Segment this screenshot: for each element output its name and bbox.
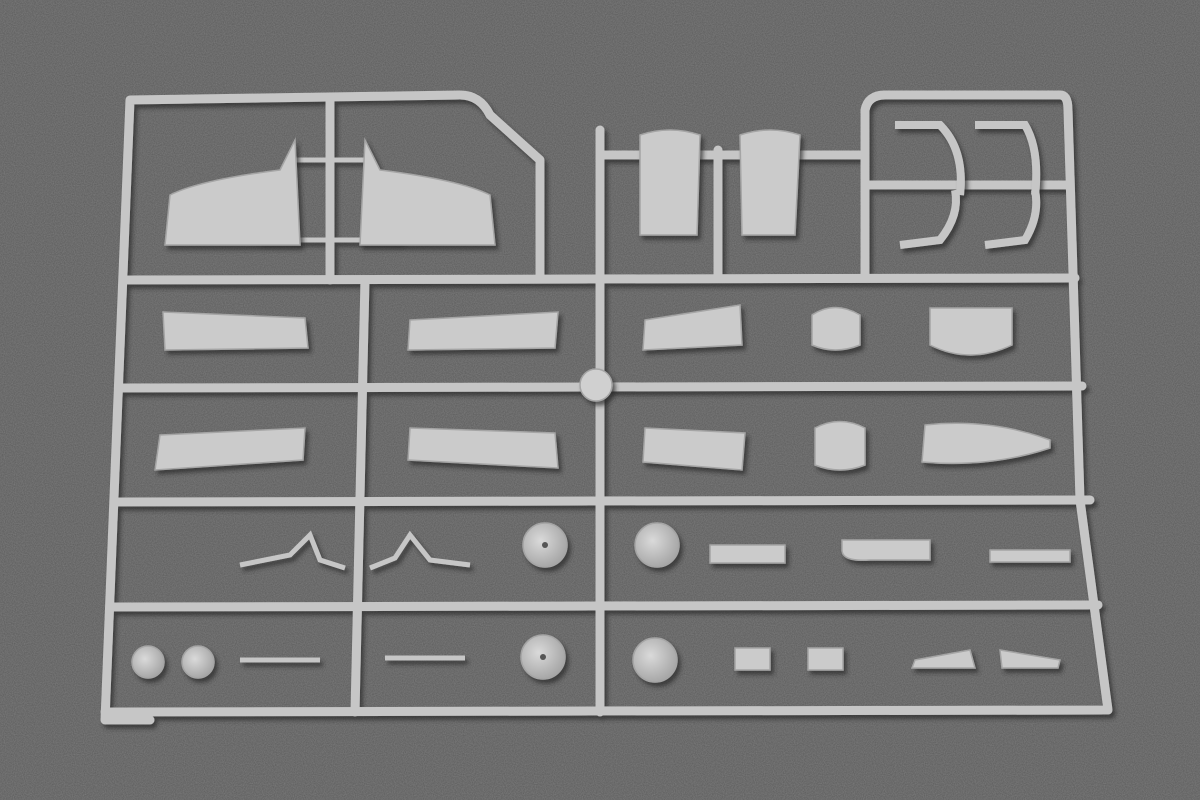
part-wheel-2 [634, 522, 680, 568]
sprue-frame-top-left [100, 90, 545, 725]
part-block-3 [734, 647, 771, 671]
sprue-center-tag [579, 368, 613, 402]
part-nose-cone [921, 422, 1051, 465]
part-bracket [841, 539, 931, 562]
part-curved-frame-3 [899, 189, 960, 249]
part-small-flap-2 [999, 649, 1061, 669]
part-intake-left [639, 129, 701, 236]
part-hatch-1 [811, 306, 861, 351]
part-gear-strut-1 [239, 530, 346, 571]
part-flap-1 [162, 311, 309, 351]
part-wheel-4 [632, 637, 678, 683]
part-block-2 [989, 549, 1071, 563]
part-intake-right [739, 129, 801, 236]
part-curved-frame-1 [895, 121, 965, 196]
part-stabilizer-right [359, 137, 496, 246]
part-tail-wheel-1 [131, 645, 165, 679]
part-hatch-2 [814, 420, 866, 471]
part-curved-frame-2 [975, 121, 1041, 196]
wheel-hub-1 [542, 542, 548, 548]
part-small-flap-1 [910, 649, 976, 669]
wheel-hub-3 [540, 654, 546, 660]
part-flap-4 [154, 427, 306, 471]
part-tail-wheel-2 [181, 645, 215, 679]
part-block-4 [807, 647, 844, 671]
part-gear-strut-2 [369, 530, 471, 571]
sprue-frame-top-right [100, 90, 1113, 717]
part-flap-2 [407, 311, 559, 351]
part-flap-6 [642, 427, 746, 471]
part-flap-3 [642, 304, 743, 351]
part-panel-1 [929, 307, 1013, 356]
part-block-1 [709, 544, 786, 564]
part-stabilizer-left [164, 137, 301, 246]
runner-v2 [350, 275, 370, 717]
part-curved-frame-4 [984, 189, 1041, 249]
part-flap-5 [407, 427, 559, 469]
